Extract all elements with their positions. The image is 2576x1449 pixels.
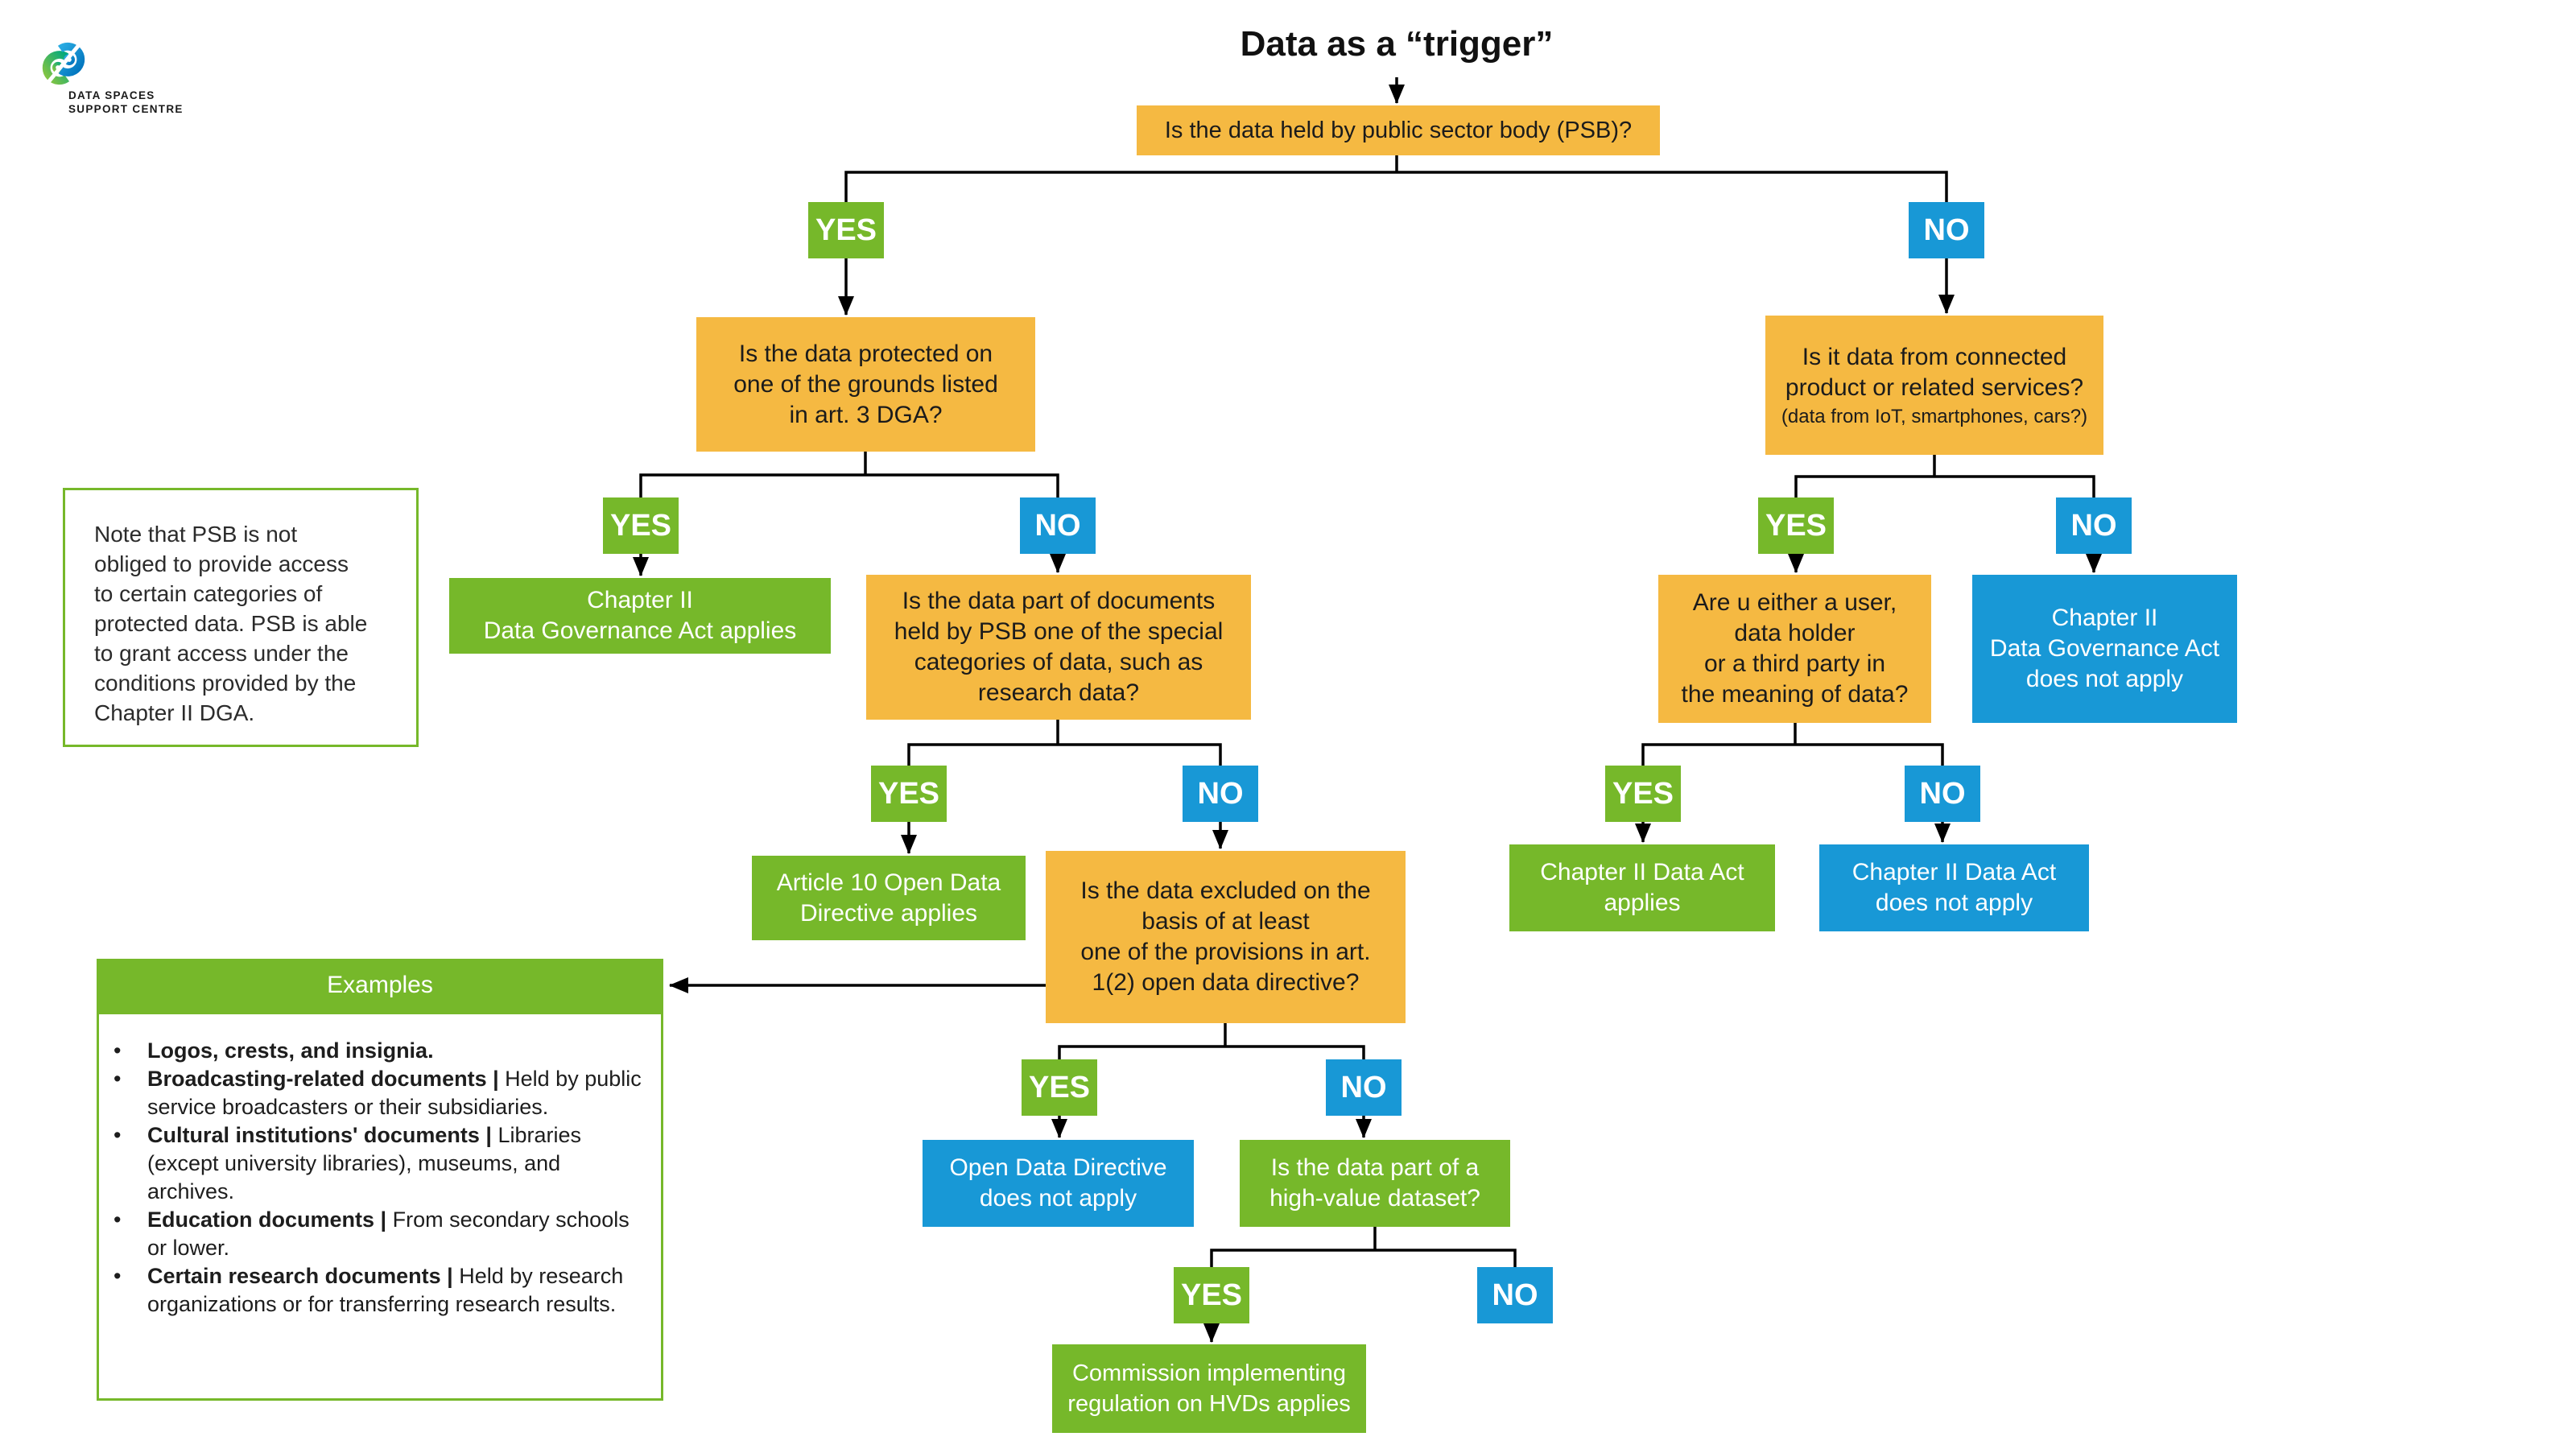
dssc-logo-mark-icon xyxy=(42,42,85,85)
yes-badge-connected: YES xyxy=(1758,497,1834,554)
yes-badge-protected: YES xyxy=(603,497,679,554)
yes-badge-excluded: YES xyxy=(1022,1059,1097,1116)
q4-excluded-box: Is the data excluded on the basis of at … xyxy=(1046,851,1406,1023)
no-badge-protected: NO xyxy=(1020,497,1096,554)
list-item: Education documents | From secondary sch… xyxy=(99,1206,642,1262)
q1-psb-box: Is the data held by public sector body (… xyxy=(1137,105,1660,155)
data-act-not-apply-box: Chapter II Data Act does not apply xyxy=(1819,844,2089,931)
article10-applies-box: Article 10 Open Data Directive applies xyxy=(752,856,1026,940)
no-badge-excluded: NO xyxy=(1326,1059,1402,1116)
connected-product-sub: (data from IoT, smartphones, cars?) xyxy=(1781,405,2088,427)
no-badge-role: NO xyxy=(1905,766,1980,822)
psb-note-box: Note that PSB is not obliged to provide … xyxy=(63,488,419,747)
no-badge-hvd: NO xyxy=(1477,1267,1553,1323)
examples-header: Examples xyxy=(97,959,663,1012)
yes-badge-special: YES xyxy=(871,766,947,822)
connected-product-main: Is it data from connected product or rel… xyxy=(1785,343,2084,401)
no-badge-connected: NO xyxy=(2056,497,2132,554)
examples-list: Logos, crests, and insignia. Broadcastin… xyxy=(99,1037,642,1319)
logo-line-2: SUPPORT CENTRE xyxy=(68,103,184,115)
diagram-title: Data as a “trigger” xyxy=(1240,24,1554,64)
no-badge-psb: NO xyxy=(1909,202,1984,258)
q2-protected-grounds-box: Is the data protected on one of the grou… xyxy=(696,317,1035,452)
yes-badge-psb: YES xyxy=(808,202,884,258)
list-item: Certain research documents | Held by res… xyxy=(99,1262,642,1319)
q5-hvd-box: Is the data part of a high-value dataset… xyxy=(1240,1140,1510,1227)
q2-connected-product-box: Is it data from connected product or rel… xyxy=(1765,316,2103,455)
list-item: Logos, crests, and insignia. xyxy=(99,1037,642,1065)
data-act-applies-box: Chapter II Data Act applies xyxy=(1509,844,1775,931)
examples-list-box: Logos, crests, and insignia. Broadcastin… xyxy=(97,1012,663,1401)
list-item: Broadcasting-related documents | Held by… xyxy=(99,1065,642,1121)
hvd-regulation-applies-box: Commission implementing regulation on HV… xyxy=(1052,1344,1366,1433)
yes-badge-hvd: YES xyxy=(1174,1267,1249,1323)
list-item: Cultural institutions' documents | Libra… xyxy=(99,1121,642,1206)
logo-line-1: DATA SPACES xyxy=(68,89,155,101)
q3-user-role-box: Are u either a user, data holder or a th… xyxy=(1658,575,1931,723)
dga-applies-box: Chapter II Data Governance Act applies xyxy=(449,578,831,654)
dssc-logo-text: DATA SPACES SUPPORT CENTRE xyxy=(68,89,184,116)
q3-special-categories-box: Is the data part of documents held by PS… xyxy=(866,575,1251,720)
yes-badge-role: YES xyxy=(1605,766,1681,822)
dga-not-apply-box: Chapter II Data Governance Act does not … xyxy=(1972,575,2237,723)
odd-not-apply-box: Open Data Directive does not apply xyxy=(923,1140,1194,1227)
no-badge-special: NO xyxy=(1183,766,1258,822)
